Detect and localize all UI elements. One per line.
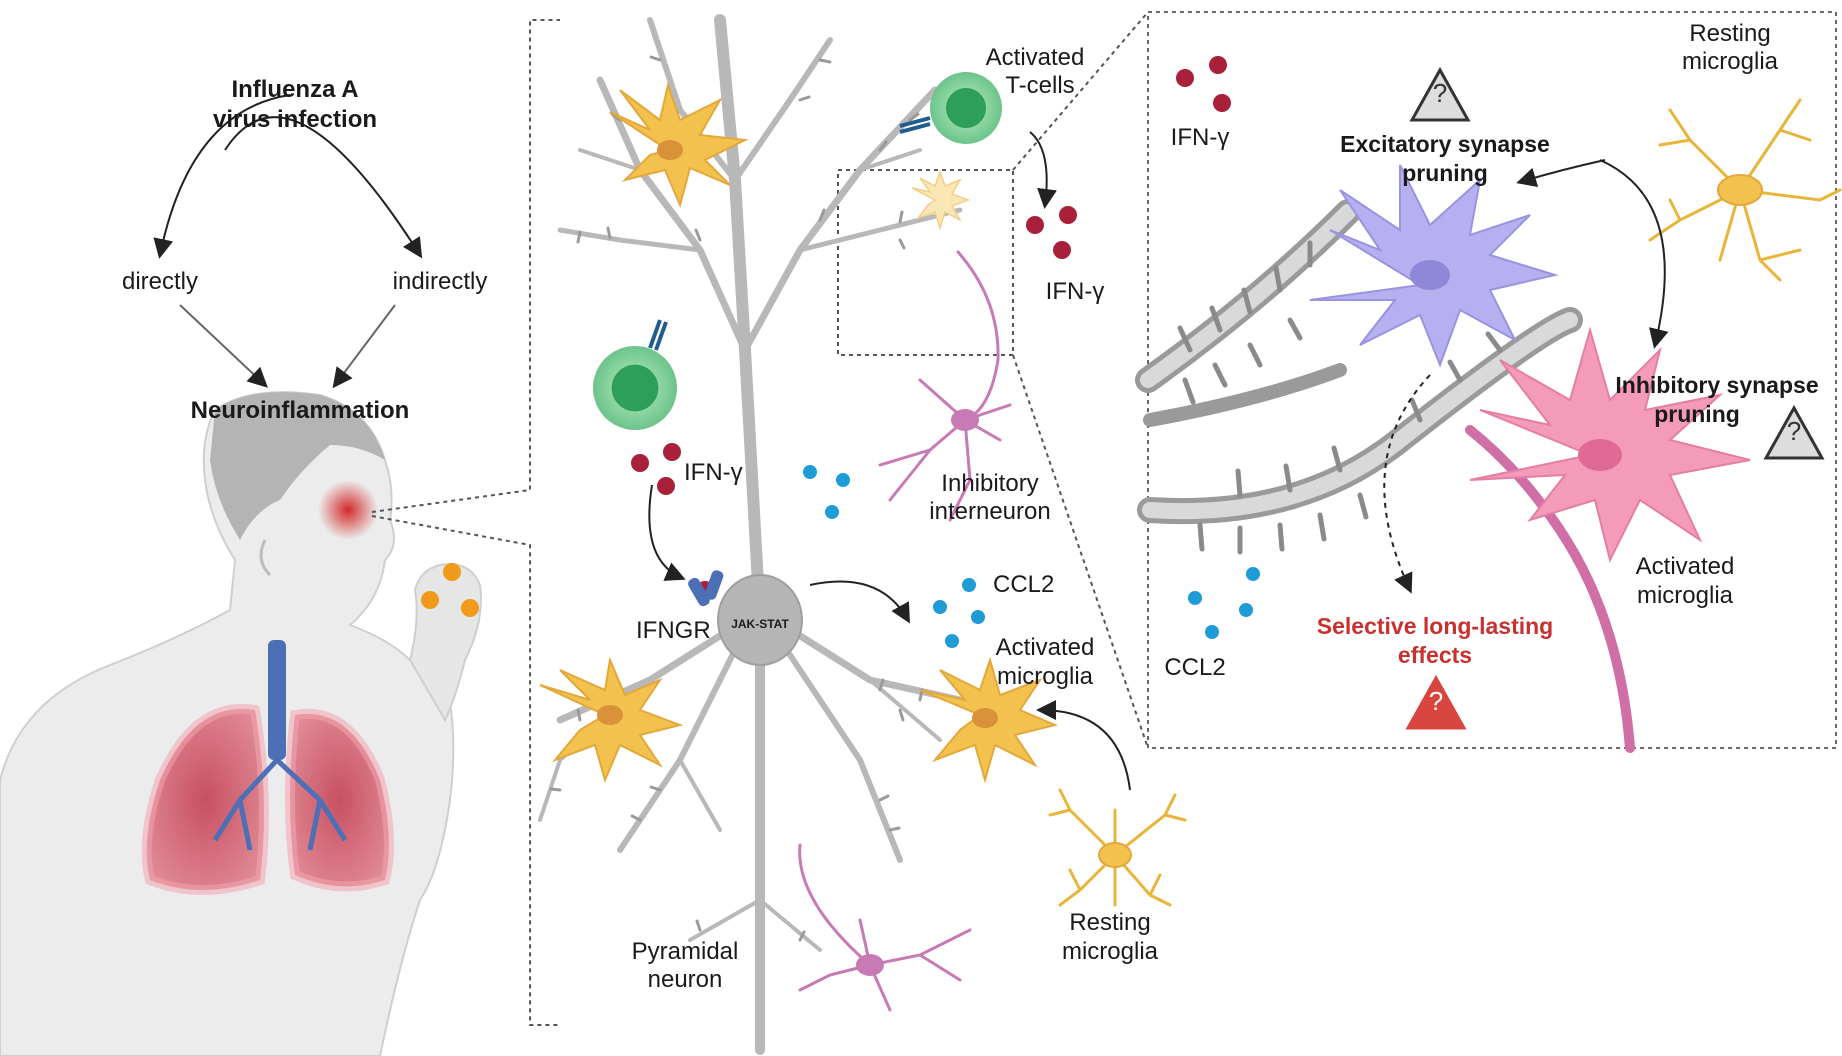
tcr-receptors xyxy=(648,116,931,351)
question-mark-selective: ? xyxy=(1428,686,1444,716)
microglia-pink-inhibitory xyxy=(1469,326,1751,563)
selective-effects-line1: Selective long-lasting xyxy=(1316,613,1554,639)
warning-triangle-excitatory xyxy=(1409,66,1471,122)
pyramidal-neuron-line1: Pyramidal xyxy=(631,938,739,965)
inhibitory-interneuron-lower xyxy=(798,843,972,1012)
resting-microglia-right-line2: microglia xyxy=(1681,48,1779,75)
ifn-gamma-top-label: IFN-γ xyxy=(1045,278,1105,305)
middle-arrows xyxy=(648,131,1131,791)
microglia-left xyxy=(539,656,684,783)
ifn-gamma-particles xyxy=(631,206,1077,599)
human-figure xyxy=(0,391,482,1056)
left-flow-arrows xyxy=(153,94,423,389)
neuron-soma xyxy=(717,574,803,666)
ccl2-middle-label: CCL2 xyxy=(993,571,1055,598)
microglia-tiny-upper xyxy=(911,169,971,231)
interneuron-soma-upper xyxy=(951,409,979,431)
tcell-top xyxy=(930,72,1002,144)
microglia-top-left xyxy=(609,81,749,209)
excitatory-pruning-line1: Excitatory synapse xyxy=(1340,131,1550,157)
right-arrows xyxy=(1383,159,1669,594)
pyramidal-neuron xyxy=(538,14,964,1055)
warning-triangle-selective xyxy=(1405,674,1467,730)
excitatory-pruning-line2: pruning xyxy=(1402,160,1488,186)
selective-effects-line2: effects xyxy=(1397,642,1473,668)
activated-microglia-right-line2: microglia xyxy=(1636,582,1734,609)
resting-microglia-soma-right xyxy=(1717,174,1763,206)
title-line1: Influenza A xyxy=(231,76,359,103)
outcome-label: Neuroinflammation xyxy=(190,397,410,424)
resting-microglia-middle-line1: Resting xyxy=(1069,909,1151,936)
inhibitory-pruning-line1: Inhibitory synapse xyxy=(1615,372,1819,398)
inhibitory-pruning-line2: pruning xyxy=(1654,401,1740,427)
pyramidal-neuron-line2: neuron xyxy=(647,966,723,993)
question-mark-inhibitory: ? xyxy=(1786,416,1802,446)
right-spines xyxy=(1177,240,1503,555)
activated-tcells-line1: Activated xyxy=(985,44,1085,71)
inhibitory-interneuron-line1: Inhibitory xyxy=(941,470,1039,497)
ifngr-label: IFNGR xyxy=(636,617,711,644)
resting-microglia-middle-line2: microglia xyxy=(1061,938,1159,965)
right-ccl2-particles xyxy=(1188,567,1260,639)
zoom-connectors xyxy=(371,11,1149,1026)
ccl2-right-label: CCL2 xyxy=(1164,654,1226,681)
microglia-resting-right xyxy=(1648,98,1842,282)
path-indirect-label: indirectly xyxy=(392,268,488,295)
microglia-resting-middle xyxy=(1048,788,1187,907)
right-inhibitory-axon xyxy=(1465,425,1635,753)
tcell-left xyxy=(593,346,677,430)
ccl2-particles xyxy=(803,465,985,648)
microglia-activated-middle xyxy=(919,656,1059,784)
inhibitory-interneuron-upper xyxy=(878,250,1012,522)
warning-triangle-inhibitory xyxy=(1763,404,1825,460)
resting-microglia-right-line1: Resting xyxy=(1689,20,1771,47)
inhibitory-interneuron-line2: interneuron xyxy=(929,498,1051,525)
microglia-purple-excitatory xyxy=(1309,164,1559,368)
path-direct-label: directly xyxy=(121,268,199,295)
ifn-gamma-right-label: IFN-γ xyxy=(1170,124,1230,151)
activated-tcells-line2: T-cells xyxy=(1005,72,1075,99)
jak-stat-label: JAK-STAT xyxy=(731,617,789,631)
ifn-gamma-left-label: IFN-γ xyxy=(684,459,743,486)
ifngr-receptor xyxy=(688,570,724,607)
resting-microglia-soma-middle xyxy=(1098,842,1132,868)
question-mark-excitatory: ? xyxy=(1432,78,1448,108)
title-line2: virus infection xyxy=(212,106,378,133)
activated-microglia-middle-line2: microglia xyxy=(996,663,1094,690)
interneuron-soma-lower xyxy=(856,954,884,976)
activated-microglia-middle-line1: Activated xyxy=(995,634,1095,661)
right-ifn-gamma-particles xyxy=(1176,56,1231,112)
activated-microglia-right-line1: Activated xyxy=(1635,553,1735,580)
right-dendrites xyxy=(1135,199,1583,525)
